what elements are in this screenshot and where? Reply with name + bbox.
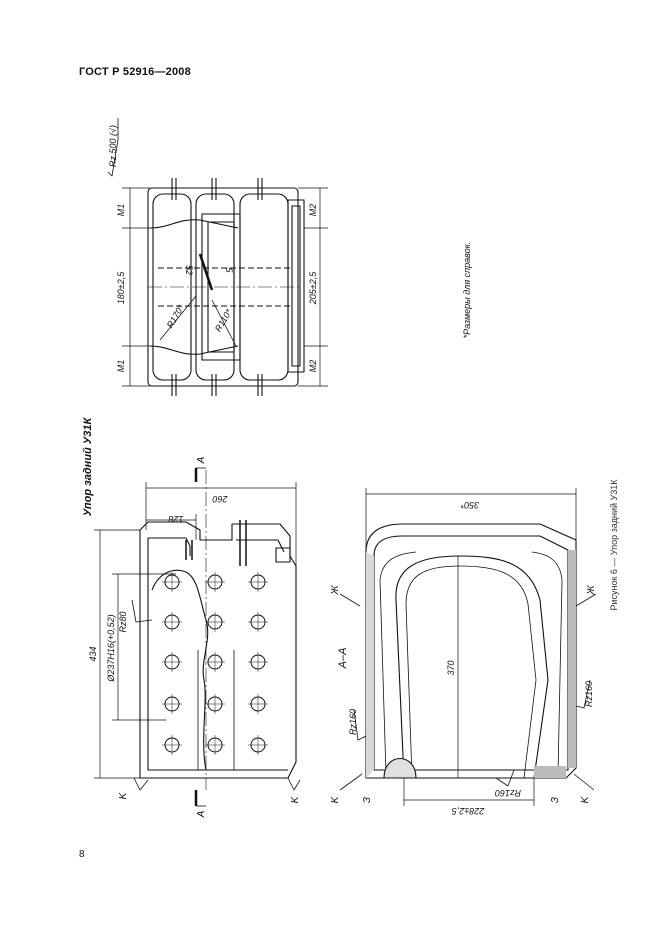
dim-228: 228±2,5: [451, 806, 485, 816]
document-header: ГОСТ Р 52916—2008: [79, 66, 191, 78]
dim-r170: R170*: [165, 303, 186, 330]
figure-caption: Рисунок 6 — Упор задний У31К: [609, 479, 619, 611]
mark-z-left: З: [362, 797, 373, 803]
dim-205: 205±2,5: [308, 271, 318, 305]
dim-180: 180±2,5: [116, 271, 126, 304]
roughness-rz160-right: Rz160: [584, 681, 594, 707]
footnote: *Размеры для справок.: [462, 242, 472, 339]
mark-k-3: K: [330, 795, 341, 803]
front-view: [94, 467, 301, 807]
mark-k-4: K: [580, 795, 591, 803]
section-a-bottom: A: [196, 810, 207, 818]
dim-m2-top: M2: [308, 204, 318, 217]
mark-zh-left: Ж: [330, 585, 341, 596]
section-a-top: A: [196, 456, 207, 464]
mark-k-2: K: [290, 795, 301, 803]
roughness-rz160-left: Rz160: [348, 709, 358, 735]
dim-434: 434: [88, 646, 98, 661]
dim-350: 350*: [460, 500, 479, 510]
roughness-rz80: Rz80: [118, 611, 128, 632]
dim-52: 52: [184, 265, 194, 275]
mark-zh-right: Ж: [586, 585, 597, 596]
mark-z-right: З: [550, 797, 561, 803]
dim-237: Ø237H16(+0,52): [106, 614, 116, 682]
dim-370: 370: [446, 660, 456, 675]
roughness-rz160-bottom: Rz160: [495, 788, 521, 798]
figure-title: Упор задний У31К: [82, 417, 94, 517]
section-label: А–А: [337, 648, 349, 670]
dim-128: 128: [168, 514, 183, 524]
dim-260: 260: [212, 494, 228, 504]
dim-m2-bottom: M2: [308, 360, 318, 373]
dim-m1-bottom: M1: [116, 360, 126, 373]
mark-k-1: K: [118, 791, 129, 799]
roughness-general-label: Rz 500 (√): [108, 125, 118, 167]
section-view: [339, 488, 597, 806]
page-number: 8: [79, 849, 85, 860]
top-view: [107, 118, 328, 396]
dim-5: 5: [224, 267, 234, 273]
dim-m1-top: M1: [116, 204, 126, 217]
dim-r110: R110*: [213, 307, 234, 334]
hole-grid: [162, 572, 268, 755]
